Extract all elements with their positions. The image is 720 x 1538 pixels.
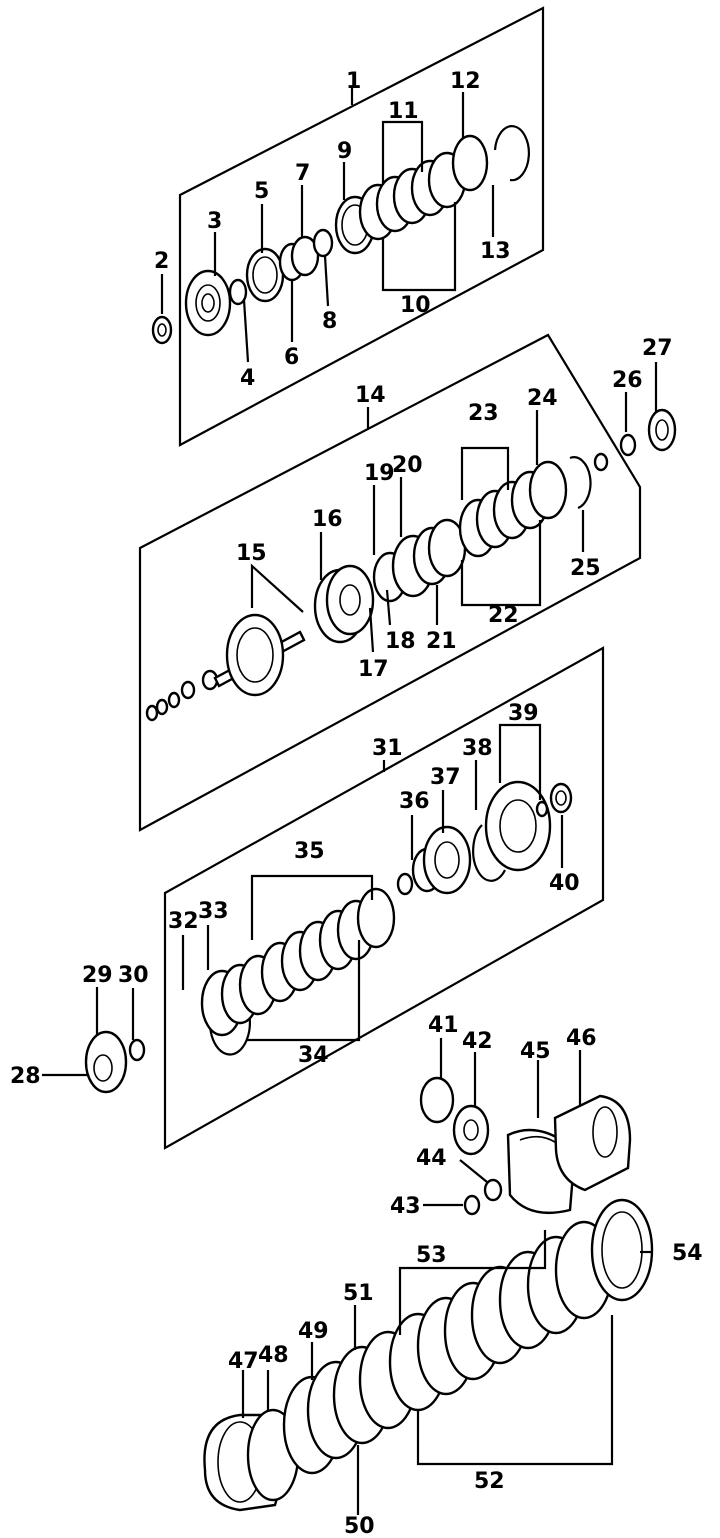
callout-31: 31: [372, 736, 403, 761]
callout-26: 26: [612, 368, 643, 393]
callout-30: 30: [118, 963, 149, 988]
leader-lines: [42, 88, 658, 1515]
part-30: [128, 1038, 146, 1062]
callout-5: 5: [254, 179, 269, 204]
callout-54: 54: [672, 1241, 703, 1266]
part-29: [84, 1030, 128, 1094]
group-frame-14: [138, 333, 642, 832]
callout-50: 50: [344, 1514, 375, 1538]
callout-43: 43: [390, 1194, 421, 1219]
group-1-parts: [151, 125, 530, 345]
callout-16: 16: [312, 507, 343, 532]
callout-47: 47: [228, 1349, 259, 1374]
callout-23: 23: [468, 401, 499, 426]
callout-39: 39: [508, 701, 539, 726]
callout-10: 10: [400, 293, 431, 318]
bottom-group-parts: [203, 1198, 654, 1512]
callout-21: 21: [426, 629, 457, 654]
callout-25: 25: [570, 556, 601, 581]
part-26: [619, 433, 637, 457]
callout-22: 22: [488, 603, 519, 628]
callout-33: 33: [198, 899, 229, 924]
group-31-parts: [200, 780, 573, 1056]
part-46: [553, 1094, 632, 1192]
callout-37: 37: [430, 765, 461, 790]
callout-2: 2: [154, 249, 169, 274]
callout-51: 51: [343, 1281, 374, 1306]
callout-19: 19: [364, 461, 395, 486]
callout-34: 34: [298, 1043, 329, 1068]
callout-11: 11: [388, 99, 419, 124]
group-14-parts: [145, 452, 609, 722]
callout-32: 32: [168, 909, 199, 934]
callout-52: 52: [474, 1469, 505, 1494]
callout-29: 29: [82, 963, 113, 988]
callout-12: 12: [450, 69, 481, 94]
part-27: [647, 408, 677, 452]
callout-6: 6: [284, 345, 299, 370]
callout-14: 14: [355, 383, 386, 408]
callout-24: 24: [527, 386, 558, 411]
part-43: [463, 1194, 481, 1216]
callout-7: 7: [295, 161, 310, 186]
part-42: [452, 1104, 490, 1156]
callout-20: 20: [392, 453, 423, 478]
callout-36: 36: [399, 789, 430, 814]
callout-45: 45: [520, 1039, 551, 1064]
callout-13: 13: [480, 239, 511, 264]
callout-44: 44: [416, 1146, 447, 1171]
callout-18: 18: [385, 629, 416, 654]
callout-46: 46: [566, 1026, 597, 1051]
part-41: [419, 1076, 455, 1124]
callout-35: 35: [294, 839, 325, 864]
callout-4: 4: [240, 366, 255, 391]
callout-3: 3: [207, 209, 222, 234]
callout-42: 42: [462, 1029, 493, 1054]
callout-labels: 1 2 3 4 5 6 7 8 9 10 11 12 13 14 15 16 1…: [10, 69, 703, 1538]
callout-48: 48: [258, 1343, 289, 1368]
callout-41: 41: [428, 1013, 459, 1038]
callout-28: 28: [10, 1064, 41, 1089]
callout-17: 17: [358, 657, 389, 682]
part-44: [483, 1178, 503, 1202]
callout-15: 15: [236, 541, 267, 566]
callout-8: 8: [322, 309, 337, 334]
callout-40: 40: [549, 871, 580, 896]
callout-9: 9: [337, 139, 352, 164]
group-frame-1: [178, 6, 545, 447]
callout-49: 49: [298, 1319, 329, 1344]
callout-27: 27: [642, 336, 673, 361]
callout-38: 38: [462, 736, 493, 761]
group-frame-31: [163, 646, 605, 1150]
callout-53: 53: [416, 1243, 447, 1268]
callout-1: 1: [346, 69, 361, 94]
